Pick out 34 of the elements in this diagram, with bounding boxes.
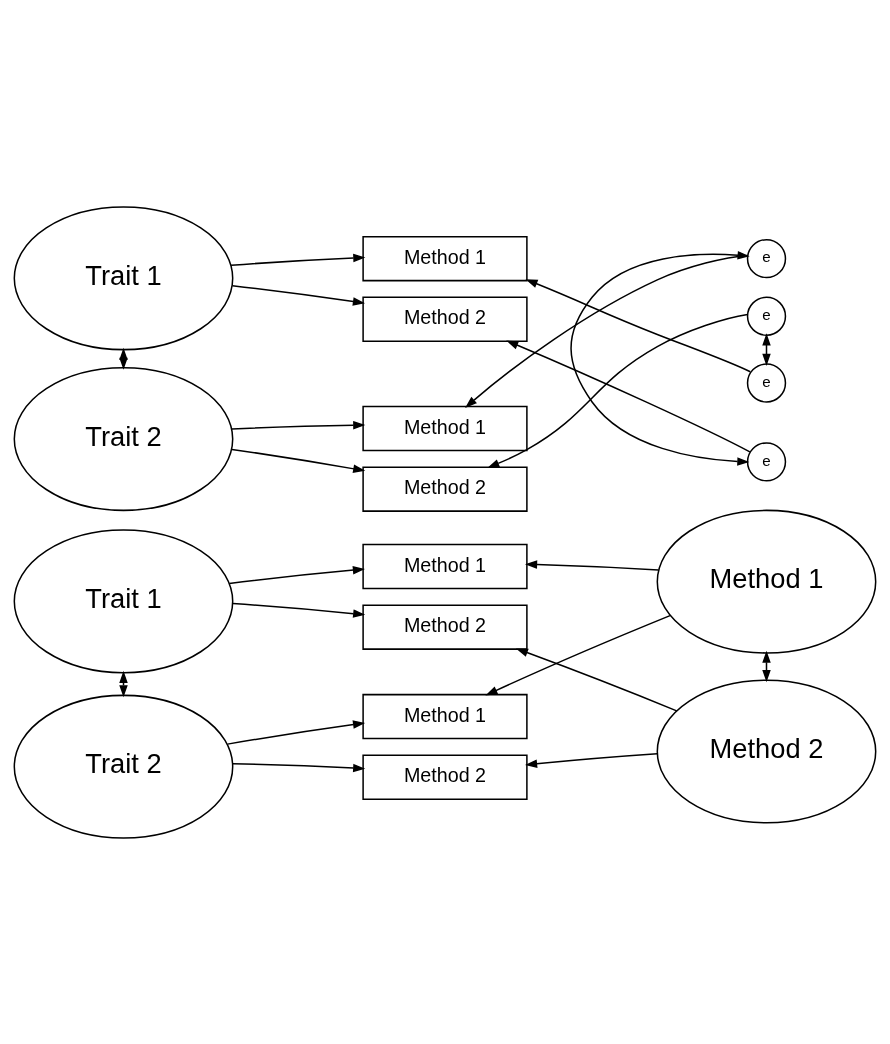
node-ellipse: Trait 1: [13, 205, 234, 350]
node-circle: e: [746, 441, 787, 482]
node-box: Method 1: [362, 235, 528, 281]
arrow: [228, 565, 365, 584]
arrow: [525, 752, 658, 768]
arrow: [485, 614, 671, 695]
node-box: Method 1: [362, 405, 528, 451]
arrow: [226, 719, 366, 745]
node-box: Method 2: [362, 465, 528, 512]
node-circle: e: [746, 238, 787, 278]
arrow: [230, 253, 366, 266]
node-ellipse: Method 1: [656, 509, 877, 654]
arrow: [232, 762, 366, 772]
node-ellipse: Trait 2: [13, 694, 234, 839]
node-box: Method 2: [362, 754, 528, 800]
node-box: Method 1: [362, 543, 528, 589]
node-box: Method 2: [362, 296, 528, 342]
arrow: [515, 647, 678, 712]
node-box: Method 1: [362, 693, 528, 739]
arrow: [525, 278, 752, 373]
arrow: [231, 448, 366, 473]
node-circle: e: [746, 362, 787, 403]
arrow: [231, 420, 366, 430]
node-ellipse: Trait 2: [13, 366, 234, 511]
arrow: [525, 559, 660, 571]
arrow: [231, 284, 365, 306]
arrow: [506, 340, 751, 453]
arrow: [465, 254, 749, 408]
node-ellipse: Trait 1: [13, 528, 234, 673]
node-ellipse: Method 2: [656, 678, 877, 824]
node-circle: e: [746, 296, 787, 336]
node-box: Method 2: [362, 603, 528, 650]
arrow: [232, 602, 366, 618]
arrow: [487, 313, 749, 468]
